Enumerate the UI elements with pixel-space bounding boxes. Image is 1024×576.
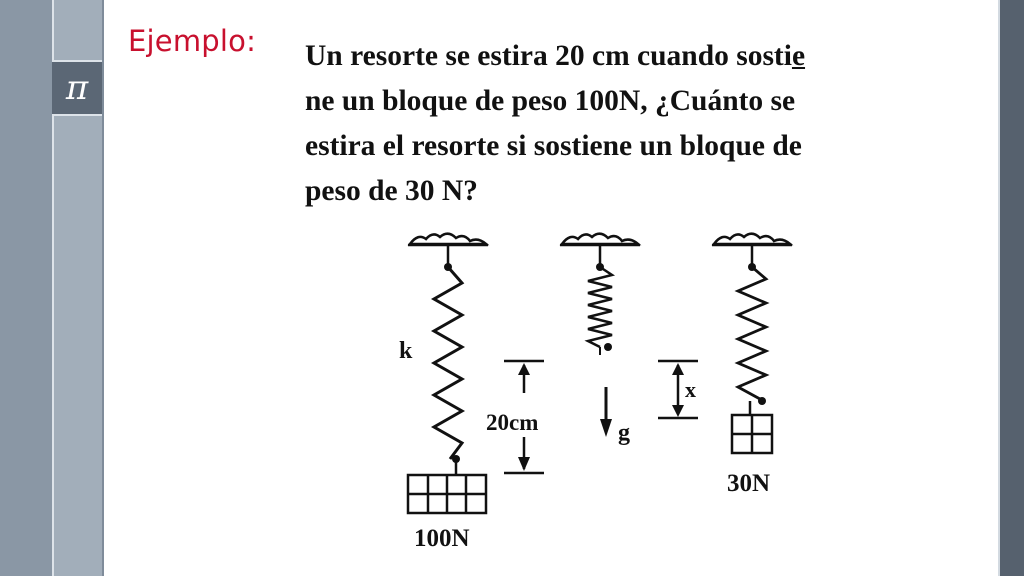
problem-statement: Un resorte se estira 20 cm cuando sostie… bbox=[305, 34, 935, 214]
spring-1 bbox=[430, 263, 466, 463]
gravity-label: g bbox=[618, 420, 630, 446]
ceiling-support-1 bbox=[407, 232, 490, 267]
problem-line-2: ne un bloque de peso 100N, ¿Cuánto se bbox=[305, 85, 796, 117]
ceiling-support-2 bbox=[559, 232, 642, 267]
slide-heading: Ejemplo: bbox=[128, 24, 257, 58]
gravity-arrow bbox=[600, 387, 612, 437]
right-bar-highlight bbox=[998, 0, 1000, 576]
spring-2 bbox=[584, 263, 616, 355]
stretch-label-x: x bbox=[685, 377, 696, 402]
dimension-20cm bbox=[504, 359, 544, 475]
problem-line-1-text: Un resorte se estira 20 cm cuando sosti bbox=[305, 40, 792, 72]
weight-label-30n: 30N bbox=[727, 470, 770, 497]
block-30n bbox=[730, 401, 774, 455]
spring-constant-label: k bbox=[399, 338, 413, 364]
weight-label-100n: 100N bbox=[414, 525, 470, 552]
left-sidebar-separator bbox=[52, 0, 54, 576]
problem-line-4: peso de 30 N? bbox=[305, 175, 478, 207]
right-sidebar bbox=[1000, 0, 1024, 576]
distance-label-20cm: 20cm bbox=[486, 410, 538, 435]
pi-glyph: π bbox=[65, 68, 89, 108]
spring-diagram-svg: k 20cm g x 100N 30N bbox=[399, 232, 794, 552]
ceiling-support-3 bbox=[711, 232, 794, 267]
problem-line-3: estira el resorte si sostiene un bloque … bbox=[305, 130, 802, 162]
spring-diagram: k 20cm g x 100N 30N bbox=[370, 225, 830, 565]
left-sidebar-outer bbox=[0, 0, 52, 576]
block-100n bbox=[406, 459, 488, 515]
spring-3 bbox=[734, 263, 770, 405]
dimension-x bbox=[658, 359, 698, 420]
problem-line-1-underlined: e bbox=[791, 40, 806, 72]
left-sidebar-edge bbox=[102, 0, 104, 576]
pi-icon: π bbox=[52, 60, 102, 116]
problem-line-1: Un resorte se estira 20 cm cuando sostie bbox=[305, 34, 935, 79]
